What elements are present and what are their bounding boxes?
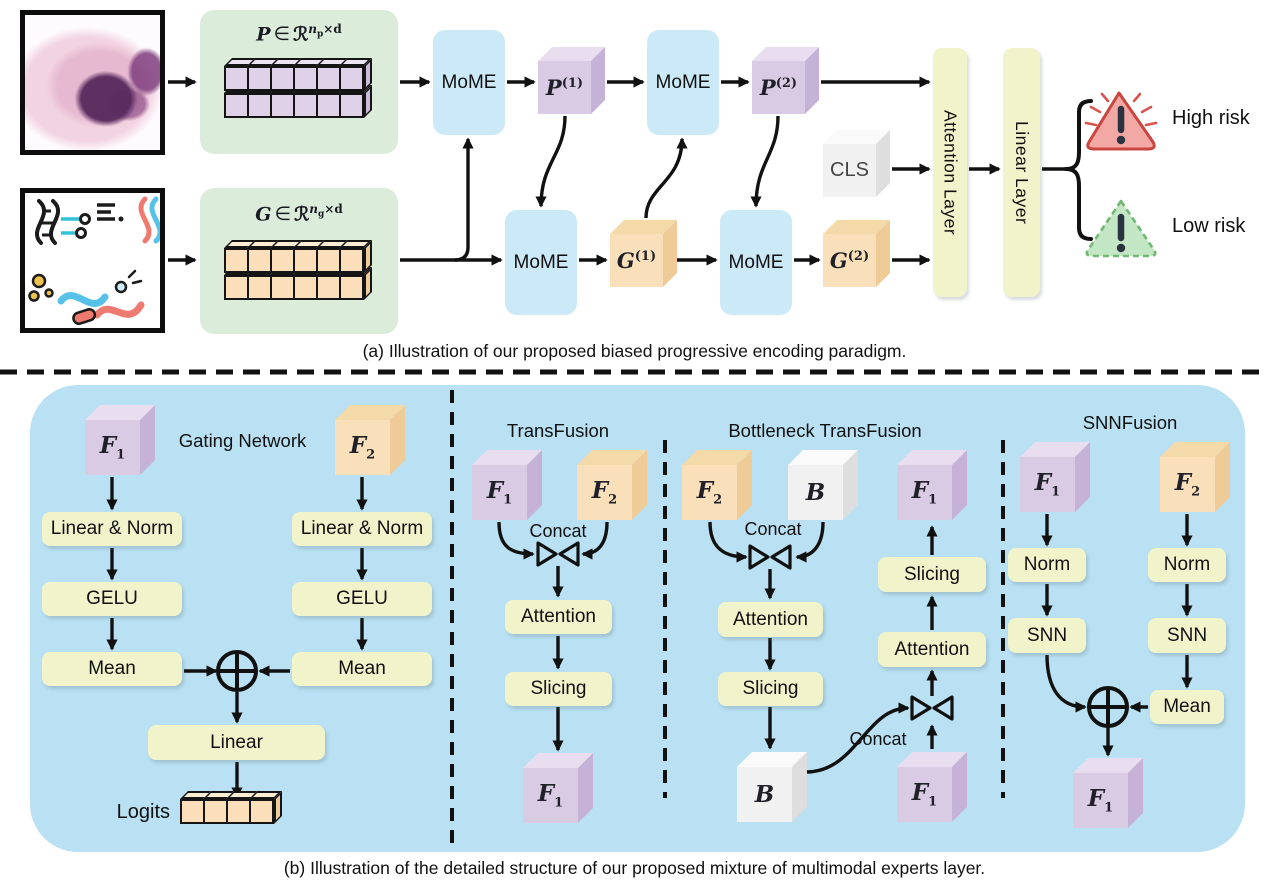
token-cube <box>316 240 349 273</box>
gating-linear-norm-right: Linear & Norm <box>292 512 432 546</box>
logits-label: Logits <box>116 801 170 823</box>
mome-block-2: MoME <box>647 30 719 135</box>
g2-cube: G(2) <box>823 220 890 287</box>
gating-mean-right: Mean <box>292 652 432 686</box>
high-risk-label: High risk <box>1172 107 1250 129</box>
g-token-grid <box>224 240 372 300</box>
gating-gelu-left: GELU <box>42 582 182 616</box>
snnfusion-norm-right: Norm <box>1148 548 1226 582</box>
token-cube <box>203 791 236 824</box>
bottleneck-concat-label-2: Concat <box>849 729 907 749</box>
gating-gelu-right: GELU <box>292 582 432 616</box>
low-risk-icon <box>1085 199 1157 258</box>
bottleneck-f2-cube: F2 <box>682 450 752 520</box>
token-cube <box>224 58 257 91</box>
mome-block-1: MoME <box>433 30 505 135</box>
bottleneck-b-cube: B <box>788 450 858 520</box>
mome-block-4: MoME <box>720 210 792 315</box>
attention-layer-block: Attention Layer <box>933 48 967 297</box>
snnfusion-f1-cube: F1 <box>1020 442 1090 512</box>
g-matrix-label: G∈ℛng×d <box>255 202 343 226</box>
histology-image <box>20 10 165 155</box>
p2-cube: P(2) <box>752 47 819 114</box>
snnfusion-title: SNNFusion <box>1082 412 1178 433</box>
snnfusion-norm-left: Norm <box>1008 548 1086 582</box>
snnfusion-snn-right: SNN <box>1148 618 1226 653</box>
attention-layer-label: Attention Layer <box>940 109 961 236</box>
p-matrix-label: P∈ℛnp×d <box>256 22 342 46</box>
token-cube <box>270 240 303 273</box>
snnfusion-f1-out-cube: F1 <box>1073 758 1143 828</box>
g1-cube: G(1) <box>610 220 677 287</box>
mome-block-3: MoME <box>505 210 577 315</box>
mome-label: MoME <box>441 71 497 93</box>
token-cube <box>180 791 213 824</box>
gating-network-title: Gating Network <box>178 430 307 451</box>
bottleneck-attention-left: Attention <box>718 602 823 637</box>
bottleneck-b-out-cube: B <box>737 752 807 822</box>
token-cube <box>293 85 326 118</box>
mome-label: MoME <box>513 251 569 273</box>
logits-token-grid <box>180 791 282 824</box>
linear-layer-label: Linear Layer <box>1012 120 1032 225</box>
low-risk-label: Low risk <box>1172 215 1246 237</box>
gating-f1-cube: F1 <box>85 405 155 475</box>
transfusion-concat-label: Concat <box>529 521 587 541</box>
token-cube <box>224 267 257 300</box>
genomics-image <box>20 188 165 333</box>
transfusion-title: TransFusion <box>506 420 610 441</box>
mome-label: MoME <box>728 251 784 273</box>
transfusion-slicing: Slicing <box>505 672 612 706</box>
caption-b: (b) Illustration of the detailed structu… <box>283 858 986 878</box>
bottleneck-title: Bottleneck TransFusion <box>728 420 922 441</box>
snnfusion-f2-cube: F2 <box>1160 442 1230 512</box>
p1-cube: P(1) <box>538 47 605 114</box>
transfusion-f1-cube: F1 <box>472 450 542 520</box>
gating-linear-norm-left: Linear & Norm <box>42 512 182 546</box>
bottleneck-f1-bottom-cube: F1 <box>897 752 967 822</box>
transfusion-f1-out-cube: F1 <box>523 753 593 823</box>
bottleneck-attention-right: Attention <box>878 632 986 667</box>
bottleneck-slicing-left: Slicing <box>718 672 823 706</box>
transfusion-attention: Attention <box>505 600 612 634</box>
cls-label: CLS <box>830 159 869 181</box>
bottleneck-slicing-right: Slicing <box>878 557 986 592</box>
token-cube <box>247 267 280 300</box>
caption-a: (a) Illustration of our proposed biased … <box>362 341 907 361</box>
bottleneck-f1-top-cube: F1 <box>897 450 967 520</box>
gating-mean-left: Mean <box>42 652 182 686</box>
transfusion-f2-cube: F2 <box>577 450 647 520</box>
token-cube <box>339 85 372 118</box>
mome-label: MoME <box>655 71 711 93</box>
high-risk-icon <box>1084 91 1158 151</box>
token-cube <box>293 58 326 91</box>
dna-illustration <box>28 196 163 325</box>
token-cube <box>339 240 372 273</box>
token-cube <box>339 58 372 91</box>
token-cube <box>270 85 303 118</box>
token-cube <box>293 267 326 300</box>
token-cube <box>247 85 280 118</box>
snnfusion-mean: Mean <box>1150 690 1224 724</box>
gating-f2-cube: F2 <box>335 405 405 475</box>
p-token-grid <box>224 58 372 118</box>
gating-linear: Linear <box>148 725 325 760</box>
token-cube <box>339 267 372 300</box>
token-cube <box>224 240 257 273</box>
cls-token-cube: CLS <box>823 130 890 197</box>
bottleneck-concat-label-1: Concat <box>744 519 802 539</box>
token-cube <box>249 791 282 824</box>
linear-layer-block: Linear Layer <box>1003 48 1040 297</box>
snnfusion-snn-left: SNN <box>1008 618 1086 653</box>
